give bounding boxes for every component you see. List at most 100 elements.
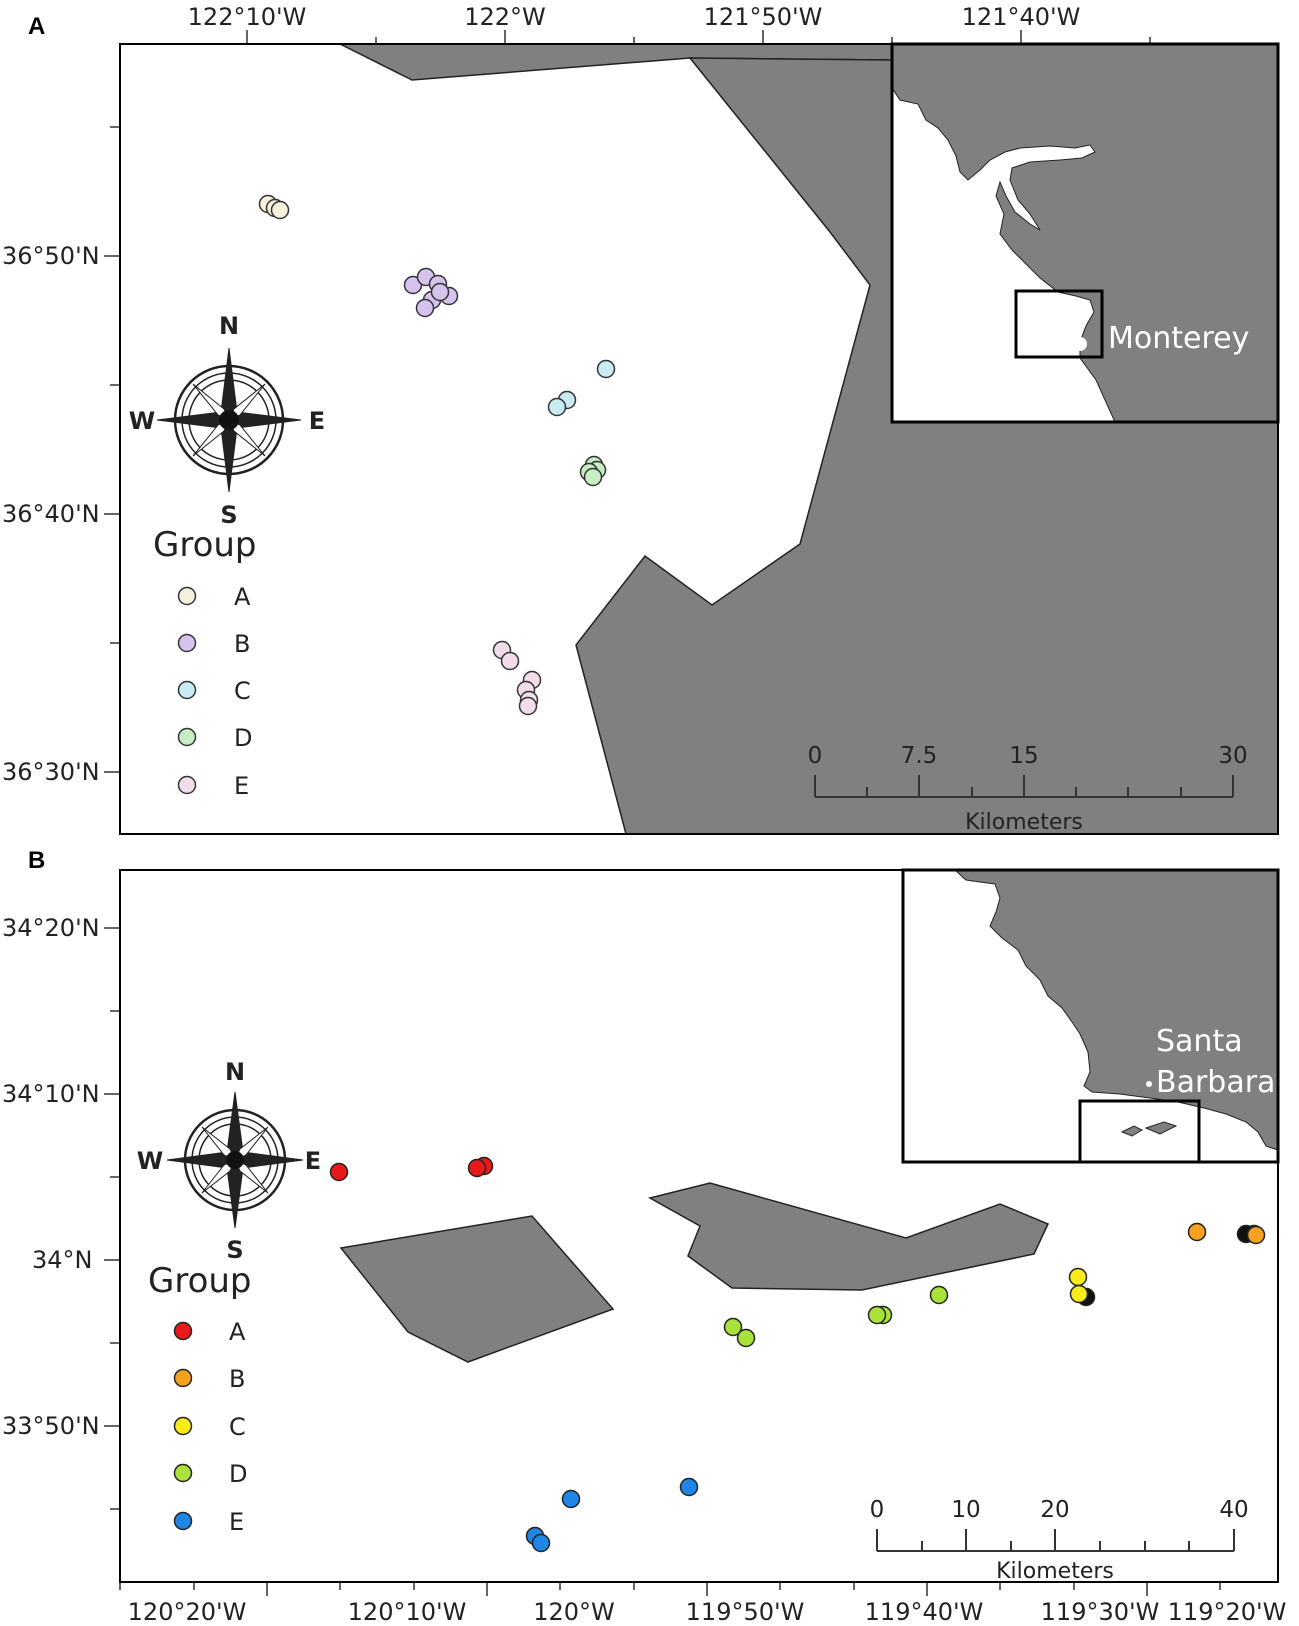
panel-b-points [329, 1156, 1266, 1553]
panel-a-legend-swatch-d [177, 727, 197, 747]
panel-b-bottom-tick-6: 119°30'W [1041, 1598, 1160, 1626]
panel-b-barbara-label: Barbara [1156, 1065, 1275, 1100]
panel-b-group-e-points [525, 1477, 699, 1553]
panel-a-inset-sea [891, 86, 1116, 423]
panel-a-legend-swatch-a [177, 586, 197, 606]
panel-a-legend-swatch-b [177, 633, 197, 653]
panel-a-legend-item-b: B [177, 630, 250, 658]
panel-b-legend: Group A B C D E [148, 1261, 252, 1536]
panel-b-left-tick-3: 34°N [32, 1246, 93, 1274]
panel-b-legend-item-c: C [173, 1413, 246, 1441]
panel-b-bottom-tick-2: 120°10'W [348, 1598, 467, 1626]
panel-b-legend-item-e: E [173, 1508, 244, 1536]
panel-a-compass-s: S [220, 501, 237, 529]
panel-a-top-tick-3: 121°50'W [704, 3, 823, 31]
panel-b-legend-swatch-b [173, 1368, 193, 1388]
panel-b-scale-10: 10 [951, 1497, 980, 1523]
panel-a-inset-map: Monterey [890, 42, 1280, 424]
panel-a-compass-rose: N S E W [129, 312, 325, 529]
panel-a-points [258, 194, 616, 716]
panel-b-left-tick-4: 33°50'N [2, 1412, 100, 1440]
panel-b-legend-item-d: D [173, 1460, 247, 1488]
panel-a: A 122°10'W 122°W 121°50'W 1 [2, 3, 1280, 835]
panel-b-island-east [647, 1182, 1050, 1291]
panel-b-left-tick-1: 34°20'N [2, 914, 100, 942]
panel-b-compass-rose: N S E W [137, 1058, 321, 1264]
panel-a-legend-label-e: E [234, 772, 249, 800]
panel-b-scale-unit: Kilometers [996, 1559, 1114, 1584]
panel-b-legend-swatch-d [173, 1463, 193, 1483]
panel-a-compass-e: E [309, 407, 325, 435]
panel-b-scale-40: 40 [1219, 1497, 1248, 1523]
panel-a-legend-swatch-e [177, 775, 197, 795]
panel-a-group-d-points [579, 455, 607, 487]
panel-b-legend-swatch-c [173, 1416, 193, 1436]
panel-a-legend-label-c: C [234, 677, 251, 705]
panel-b-bottom-tick-7: 119°20'W [1168, 1598, 1287, 1626]
panel-a-compass-n: N [219, 312, 239, 340]
panel-b-group-b-points [1187, 1222, 1266, 1245]
panel-a-group-b-points [403, 267, 459, 318]
panel-b-santa-label: Santa [1156, 1024, 1243, 1059]
panel-a-letter: A [28, 13, 45, 40]
panel-b-compass-w: W [137, 1147, 163, 1175]
panel-a-top-tick-4: 121°40'W [962, 3, 1081, 31]
panel-a-scale-15: 15 [1009, 743, 1038, 769]
panel-b-santa-barbara-dot [1146, 1081, 1152, 1087]
panel-a-left-tick-3: 36°30'N [2, 758, 100, 786]
panel-b-legend-swatch-a [173, 1321, 193, 1341]
panel-b-group-d-points [723, 1285, 949, 1348]
panel-b-legend-item-b: B [173, 1365, 245, 1393]
panel-a-top-tick-2: 122°W [464, 3, 546, 31]
panel-b-legend-label-b: B [229, 1365, 245, 1393]
panel-b-group-a-points [329, 1156, 494, 1182]
panel-a-monterey-label: Monterey [1108, 321, 1249, 356]
panel-a-legend-item-c: C [177, 677, 251, 705]
panel-b-legend-label-a: A [229, 1318, 246, 1346]
panel-a-scale-unit: Kilometers [965, 810, 1083, 835]
panel-b: B [2, 847, 1286, 1626]
panel-a-frame [119, 43, 1279, 835]
panel-a-left-tick-2: 36°40'N [2, 500, 100, 528]
panel-a-scale-7-5: 7.5 [901, 743, 938, 769]
panel-b-inset-island-2 [1144, 1121, 1178, 1135]
panel-b-compass-e: E [305, 1147, 321, 1175]
panel-b-legend-item-a: A [173, 1318, 246, 1346]
panel-a-scale-30: 30 [1218, 743, 1247, 769]
panel-b-compass-n: N [225, 1058, 245, 1086]
panel-b-island-west [339, 1215, 615, 1363]
panel-a-left-tick-1: 36°50'N [2, 242, 100, 270]
panel-b-bottom-tick-1: 120°20'W [128, 1598, 247, 1626]
panel-a-legend-item-a: A [177, 583, 251, 611]
panel-a-inset-extent-box [1014, 289, 1104, 359]
panel-b-legend-label-e: E [229, 1508, 244, 1536]
panel-a-legend-title: Group [153, 525, 257, 565]
panel-a-group-a-points [258, 194, 290, 220]
panel-a-legend-item-e: E [177, 772, 249, 800]
panel-b-inset-map: Santa Barbara [901, 868, 1280, 1164]
panel-a-legend-item-d: D [177, 724, 252, 752]
panel-b-letter: B [28, 847, 45, 874]
panel-b-compass-s: S [226, 1236, 243, 1264]
panel-a-legend-label-d: D [234, 724, 252, 752]
panel-b-tick-marks [104, 927, 1221, 1596]
panel-a-legend-label-a: A [234, 583, 251, 611]
panel-b-legend-label-d: D [229, 1460, 247, 1488]
panel-a-group-c-points [547, 359, 616, 417]
panel-a-legend-label-b: B [234, 630, 250, 658]
panel-b-legend-title: Group [148, 1261, 252, 1301]
panel-a-compass-w: W [129, 407, 155, 435]
panel-b-bottom-tick-4: 119°50'W [686, 1598, 805, 1626]
panel-b-inset-island-1 [1120, 1125, 1144, 1137]
panel-a-legend-swatch-c [177, 680, 197, 700]
panel-a-scale-bar: 0 7.5 15 30 Kilometers [808, 743, 1248, 835]
panel-b-scale-0: 0 [870, 1497, 885, 1523]
panel-b-bottom-tick-3: 120°W [533, 1598, 615, 1626]
panel-b-bottom-tick-5: 119°40'W [865, 1598, 984, 1626]
panel-b-frame [119, 869, 1279, 1583]
panel-a-monterey-dot [1073, 337, 1087, 351]
panel-b-scale-20: 20 [1040, 1497, 1069, 1523]
panel-b-group-c-points [1068, 1267, 1096, 1307]
panel-b-legend-swatch-e [173, 1511, 193, 1531]
panel-a-top-tick-1: 122°10'W [188, 3, 307, 31]
